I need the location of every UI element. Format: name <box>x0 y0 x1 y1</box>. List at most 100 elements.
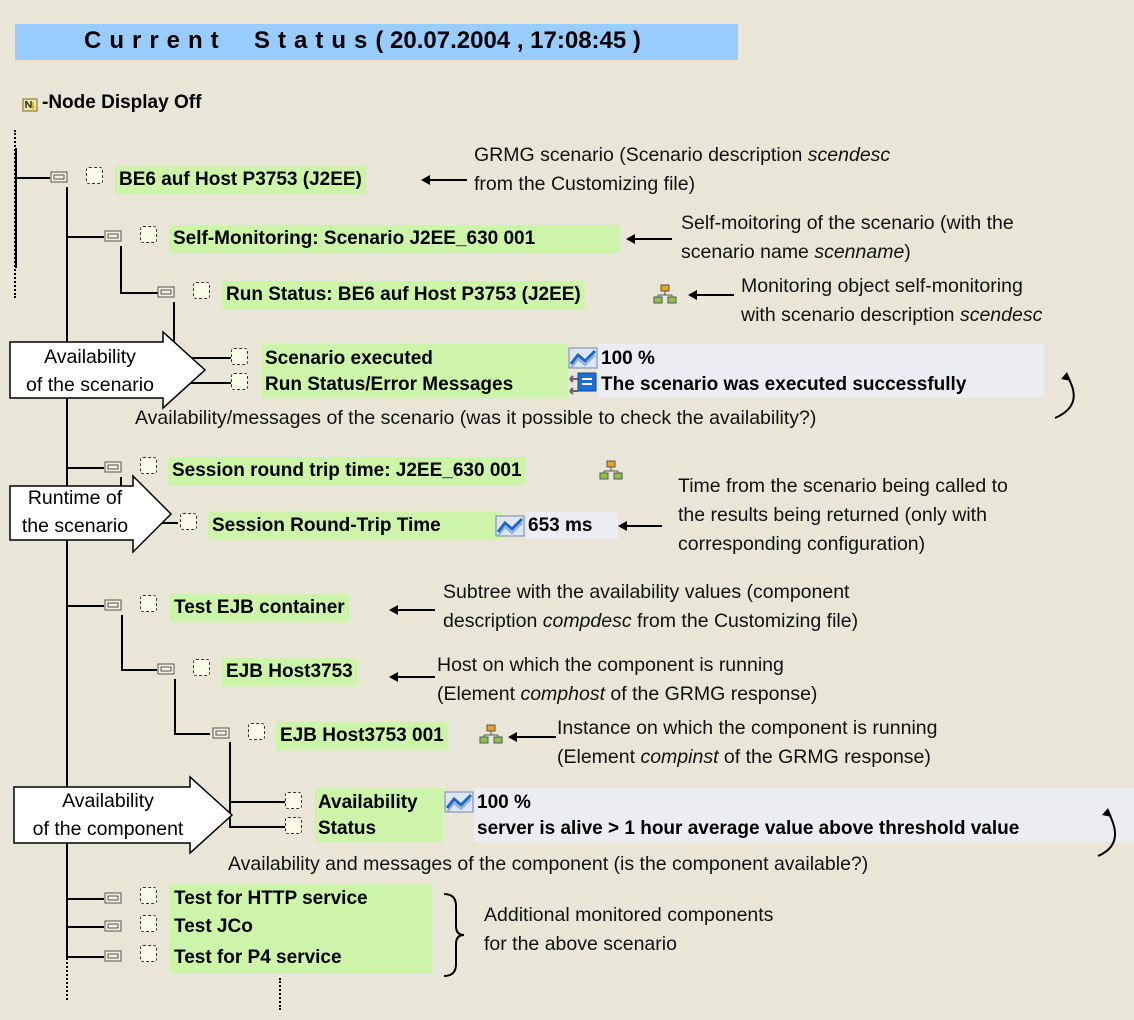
tree-connector <box>66 467 104 469</box>
tree-node-run-status-messages[interactable]: Run Status/Error Messages <box>265 374 514 395</box>
annotation-arrow <box>389 672 435 682</box>
node-checkbox[interactable] <box>140 457 157 474</box>
annotation-text: from the Customizing file) <box>631 610 859 632</box>
annotation-italic: compdesc <box>542 610 632 632</box>
tree-node-additional-component[interactable]: Test JCo <box>174 916 253 937</box>
tree-node-run-status[interactable]: Run Status: BE6 auf Host P3753 (J2EE) <box>222 281 585 309</box>
tree-node-additional-component[interactable]: Test for P4 service <box>174 947 342 968</box>
callout-text-line: the scenario <box>21 515 129 537</box>
annotation-ejb-instance: Instance on which the component is runni… <box>557 714 938 772</box>
tree-connector <box>173 382 231 384</box>
tree-node-ejb-instance[interactable]: EJB Host3753 001 <box>276 722 448 750</box>
node-checkbox[interactable] <box>193 282 210 299</box>
callout-text-line: of the component <box>32 818 184 840</box>
annotation-text: Monitoring object self-monitoring <box>741 275 1023 297</box>
annotation-italic: scendesc <box>807 144 891 166</box>
title-bar <box>15 24 738 60</box>
tree-node-test-ejb[interactable]: Test EJB container <box>170 594 349 622</box>
tree-node-scenario-executed[interactable]: Scenario executed <box>265 348 433 369</box>
node-checkbox[interactable] <box>285 792 302 809</box>
folder-icon[interactable] <box>104 460 122 473</box>
tree-node-component-status[interactable]: Status <box>318 818 377 839</box>
tree-node-self-monitoring[interactable]: Self-Monitoring: Scenario J2EE_630 001 <box>169 225 620 253</box>
folder-icon[interactable] <box>50 170 68 183</box>
tree-node-scenario[interactable]: BE6 auf Host P3753 (J2EE) <box>115 166 366 194</box>
annotation-arrow <box>626 234 672 244</box>
node-checkbox[interactable] <box>86 167 103 184</box>
scenario-availability-note: Availability/messages of the scenario (w… <box>135 407 817 429</box>
folder-icon[interactable] <box>104 598 122 611</box>
tree-line-scenario <box>66 187 68 957</box>
tree-line <box>121 615 123 670</box>
performance-graph-icon[interactable] <box>568 346 598 375</box>
tree-node-session-rtt-folder[interactable]: Session round trip time: J2EE_630 001 <box>168 457 526 485</box>
annotation-text: (Element <box>557 746 641 768</box>
tree-connector <box>66 605 104 607</box>
node-checkbox[interactable] <box>231 348 248 365</box>
node-display-toggle[interactable]: -Node Display Off <box>22 92 201 114</box>
annotation-text: ) <box>904 241 911 263</box>
annotation-text: Subtree with the availability values (co… <box>443 581 850 603</box>
node-checkbox[interactable] <box>140 226 157 243</box>
node-checkbox[interactable] <box>140 595 157 612</box>
node-checkbox[interactable] <box>140 887 157 904</box>
annotation-text: (Element <box>437 683 521 705</box>
page-title: Current Status( 20.07.2004 , 17:08:45 ) <box>84 27 641 55</box>
annotation-ejb-host: Host on which the component is running (… <box>437 651 817 709</box>
title-word-status: Status <box>254 27 376 54</box>
folder-icon[interactable] <box>157 285 175 298</box>
tree-connector <box>121 669 157 671</box>
annotation-arrow <box>421 175 467 185</box>
folder-icon[interactable] <box>104 229 122 242</box>
callout-runtime-scenario-text: Runtime of the scenario <box>10 484 140 540</box>
node-highlight-group <box>262 344 568 398</box>
folder-icon[interactable] <box>157 662 175 675</box>
tree-connector <box>229 801 285 803</box>
folder-icon[interactable] <box>104 891 122 904</box>
additional-components-note: Additional monitored components for the … <box>484 901 773 959</box>
node-checkbox[interactable] <box>231 373 248 390</box>
annotation-test-ejb: Subtree with the availability values (co… <box>443 578 858 636</box>
callout-availability-scenario-text: Availability of the scenario <box>10 343 170 399</box>
node-checkbox[interactable] <box>180 513 197 530</box>
folder-icon[interactable] <box>104 949 122 962</box>
node-checkbox[interactable] <box>140 915 157 932</box>
callout-availability-scenario <box>9 330 207 410</box>
tree-node-session-rtt[interactable]: Session Round-Trip Time <box>208 512 502 540</box>
annotation-text: scenario name <box>681 241 815 263</box>
callout-availability-component <box>13 775 234 855</box>
node-display-toggle-icon[interactable] <box>22 96 38 112</box>
component-availability-value: 100 % <box>477 792 531 813</box>
message-log-icon[interactable] <box>568 371 598 404</box>
folder-icon[interactable] <box>212 726 230 739</box>
node-checkbox[interactable] <box>193 659 210 676</box>
network-node-icon <box>598 460 624 485</box>
tree-node-ejb-host[interactable]: EJB Host3753 <box>222 658 357 686</box>
annotation-text: Host on which the component is running <box>437 654 784 676</box>
annotation-text: for the above scenario <box>484 933 677 955</box>
brace-icon <box>443 893 465 977</box>
tree-connector <box>66 898 104 900</box>
callout-text-line: Availability <box>62 790 154 812</box>
folder-icon[interactable] <box>104 919 122 932</box>
node-checkbox[interactable] <box>248 723 265 740</box>
performance-graph-icon[interactable] <box>444 790 474 819</box>
curved-arrow-icon <box>1054 372 1075 419</box>
annotation-scenario: GRMG scenario (Scenario description scen… <box>474 141 890 199</box>
annotation-text: the results being returned (only with <box>678 504 987 526</box>
performance-graph-icon[interactable] <box>495 514 525 543</box>
tree-line <box>174 679 176 734</box>
tree-line <box>229 742 231 828</box>
title-word-current: Current <box>84 27 227 54</box>
curved-arrow-icon <box>1097 808 1117 857</box>
node-checkbox[interactable] <box>140 945 157 962</box>
node-checkbox[interactable] <box>285 817 302 834</box>
tree-line-dotted-continuation <box>279 978 281 1010</box>
session-rtt-value: 653 ms <box>526 512 618 539</box>
tree-node-additional-component[interactable]: Test for HTTP service <box>174 888 368 909</box>
title-datetime: ( 20.07.2004 , 17:08:45 ) <box>375 27 641 54</box>
tree-connector <box>66 956 104 958</box>
annotation-text: description <box>443 610 543 632</box>
annotation-arrow <box>618 521 662 531</box>
tree-node-component-availability[interactable]: Availability <box>318 792 418 813</box>
